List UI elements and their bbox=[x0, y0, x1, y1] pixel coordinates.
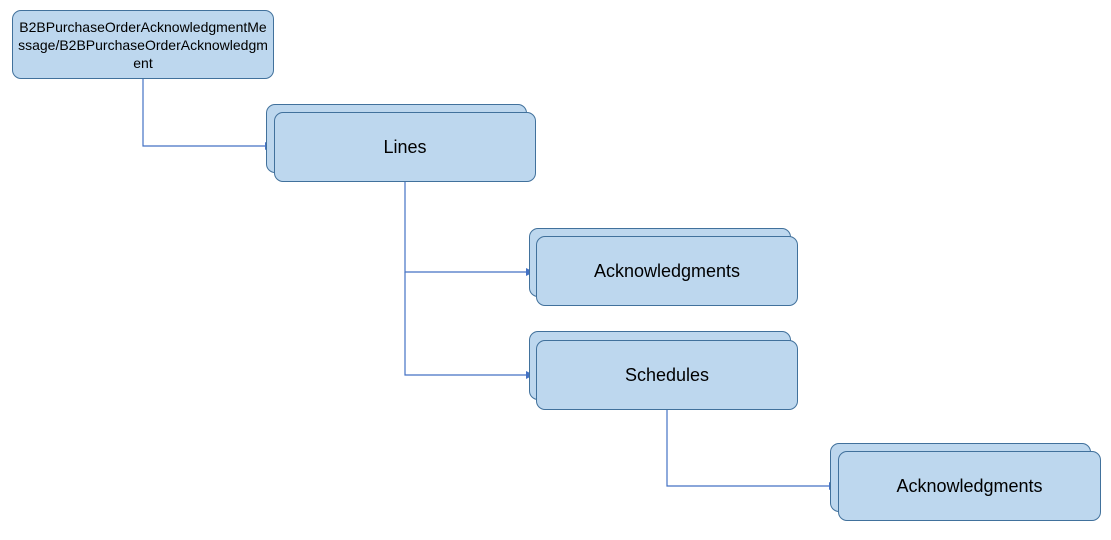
connector-lines-to-acknowledgments bbox=[404, 181, 534, 276]
node-schedule-acknowledgments-label: Acknowledgments bbox=[896, 475, 1043, 496]
connector-schedules-to-acknowledgments bbox=[666, 409, 837, 490]
node-line-acknowledgments: Acknowledgments bbox=[536, 236, 798, 306]
node-lines-label: Lines bbox=[383, 136, 427, 157]
node-root: B2BPurchaseOrderAcknowledgmentMessage/B2… bbox=[12, 10, 274, 79]
connector-root-to-lines bbox=[142, 79, 273, 150]
connector-lines-to-schedules bbox=[404, 272, 534, 379]
node-schedules: Schedules bbox=[536, 340, 798, 410]
node-schedule-acknowledgments: Acknowledgments bbox=[838, 451, 1101, 521]
node-lines: Lines bbox=[274, 112, 536, 182]
node-line-acknowledgments-label: Acknowledgments bbox=[593, 260, 741, 281]
node-schedules-label: Schedules bbox=[624, 364, 710, 385]
node-root-label: B2BPurchaseOrderAcknowledgmentMessage/B2… bbox=[18, 18, 268, 71]
